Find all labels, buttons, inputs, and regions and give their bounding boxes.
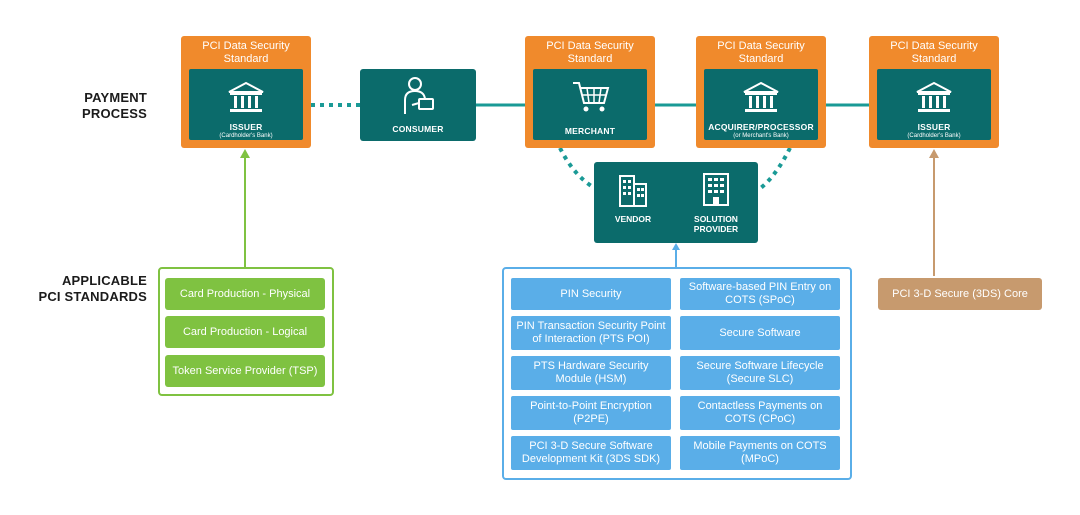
tan-arrow-head xyxy=(929,149,939,158)
green-arrow-head xyxy=(240,149,250,158)
standard-cpoc: Contactless Payments on COTS (CPoC) xyxy=(680,396,840,430)
payment-process-label: PAYMENT PROCESS xyxy=(82,90,147,121)
standard-3ds-core: PCI 3-D Secure (3DS) Core xyxy=(878,278,1042,310)
standard-card-production-physical: Card Production - Physical xyxy=(165,278,325,310)
office-building-icon xyxy=(703,173,729,206)
standard-pts-poi: PIN Transaction Security Point of Intera… xyxy=(511,316,671,350)
bank-icon xyxy=(916,81,952,112)
standard-spoc: Software-based PIN Entry on COTS (SPoC) xyxy=(680,278,840,310)
acquirer-sub: (or Merchant's Bank) xyxy=(733,133,789,139)
person-with-card-icon xyxy=(404,77,434,114)
merchant-node: PCI Data Security Standard MERCHANT xyxy=(525,36,655,148)
standard-p2pe: Point-to-Point Encryption (P2PE) xyxy=(511,396,671,430)
vendor-solution-node: VENDOR SOLUTION PROVIDER xyxy=(594,162,758,243)
consumer-node: CONSUMER xyxy=(360,69,476,141)
issuer-left-inner: ISSUER (Cardholder's Bank) xyxy=(189,69,303,140)
issuer-right-inner: ISSUER (Cardholder's Bank) xyxy=(877,69,991,140)
standard-mpoc: Mobile Payments on COTS (MPoC) xyxy=(680,436,840,470)
issuer-right-node: PCI Data Security Standard ISSUER (Cardh… xyxy=(869,36,999,148)
dotted-arc-acquirer-vendor xyxy=(756,147,792,192)
issuer-left-node: PCI Data Security Standard ISSUER (Cardh… xyxy=(181,36,311,148)
solution-provider-label: SOLUTION PROVIDER xyxy=(693,214,739,234)
acquirer-node: PCI Data Security Standard ACQUIRER/PROC… xyxy=(696,36,826,148)
bank-icon xyxy=(743,81,779,112)
standard-3ds-sdk: PCI 3-D Secure Software Development Kit … xyxy=(511,436,671,470)
standard-pin-security: PIN Security xyxy=(511,278,671,310)
frame-title: PCI Data Security Standard xyxy=(202,40,290,65)
standard-secure-slc: Secure Software Lifecycle (Secure SLC) xyxy=(680,356,840,390)
merchant-label: MERCHANT xyxy=(564,126,616,136)
standard-card-production-logical: Card Production - Logical xyxy=(165,316,325,348)
issuer-left-label: ISSUER xyxy=(229,122,263,132)
dotted-arc-merchant-vendor xyxy=(558,147,599,192)
standard-pts-hsm: PTS Hardware Security Module (HSM) xyxy=(511,356,671,390)
shopping-cart-icon xyxy=(573,82,610,112)
merchant-inner: MERCHANT xyxy=(533,69,647,140)
standard-token-service-provider: Token Service Provider (TSP) xyxy=(165,355,325,387)
office-building-icon xyxy=(619,175,647,207)
applicable-standards-label: APPLICABLE PCI STANDARDS xyxy=(38,273,147,304)
issuer-right-sub: (Cardholder's Bank) xyxy=(907,133,961,139)
blue-arrow-head xyxy=(672,243,680,250)
frame-title: PCI Data Security Standard xyxy=(717,40,805,65)
standard-secure-software: Secure Software xyxy=(680,316,840,350)
frame-title: PCI Data Security Standard xyxy=(546,40,634,65)
frame-title: PCI Data Security Standard xyxy=(890,40,978,65)
vendor-label: VENDOR xyxy=(614,214,652,224)
issuer-right-label: ISSUER xyxy=(917,122,951,132)
acquirer-inner: ACQUIRER/PROCESSOR (or Merchant's Bank) xyxy=(704,69,818,140)
bank-icon xyxy=(228,81,264,112)
acquirer-label: ACQUIRER/PROCESSOR xyxy=(708,122,814,132)
consumer-label: CONSUMER xyxy=(392,124,444,134)
issuer-left-sub: (Cardholder's Bank) xyxy=(219,133,273,139)
